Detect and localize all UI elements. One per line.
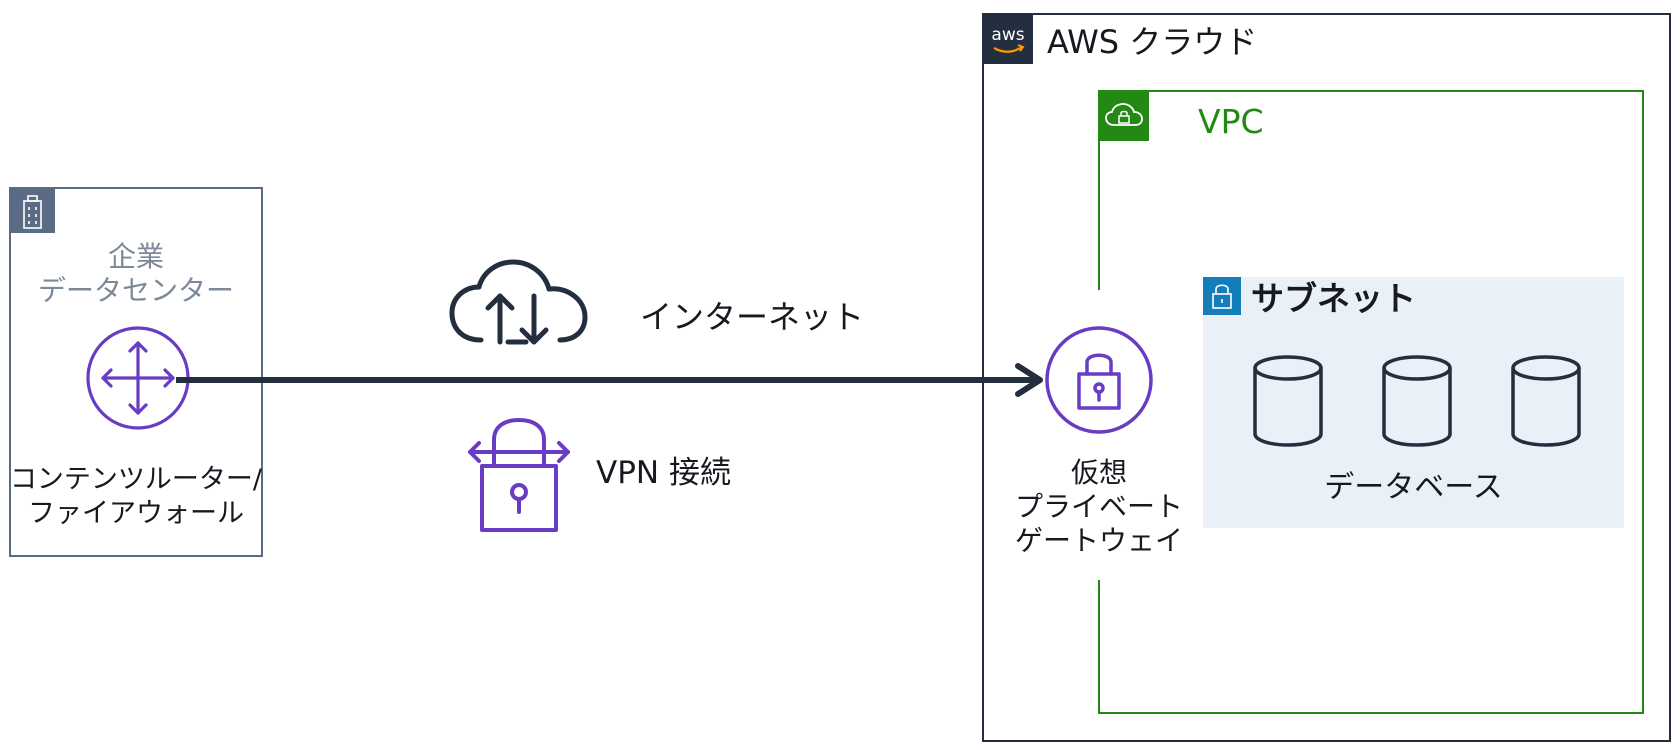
datacenter-group	[9, 187, 263, 557]
vpc-cloud-lock-icon	[1099, 91, 1149, 141]
vpn-label: VPN 接続	[596, 455, 731, 491]
building-icon	[10, 188, 55, 233]
datacenter-title: 企業 データセンター	[37, 240, 234, 307]
aws-cloud-group	[982, 13, 1671, 742]
aws-logo-icon: aws	[983, 14, 1033, 64]
gateway-label: 仮想 プライベート ゲートウェイ	[1014, 456, 1183, 557]
connection-arrow	[176, 363, 1043, 397]
vpc-title: VPC	[1198, 102, 1264, 141]
database-label: データベース	[1324, 470, 1503, 505]
router-label: コンテンツルーター/ ファイアウォール	[9, 464, 263, 529]
subnet-group	[1203, 277, 1624, 528]
aws-logo-text: aws	[991, 25, 1024, 45]
vpn-gateway-icon	[1045, 326, 1153, 434]
aws-cloud-title: AWS クラウド	[1047, 23, 1258, 61]
padlock-arrows-icon	[468, 418, 570, 532]
internet-label: インターネット	[640, 298, 865, 336]
database-icon	[1382, 355, 1452, 447]
subnet-lock-icon	[1203, 277, 1241, 315]
database-icon	[1253, 355, 1323, 447]
router-icon	[86, 326, 190, 430]
cloud-upload-download-icon	[449, 259, 588, 345]
subnet-title: サブネット	[1251, 279, 1416, 318]
database-icon	[1511, 355, 1581, 447]
